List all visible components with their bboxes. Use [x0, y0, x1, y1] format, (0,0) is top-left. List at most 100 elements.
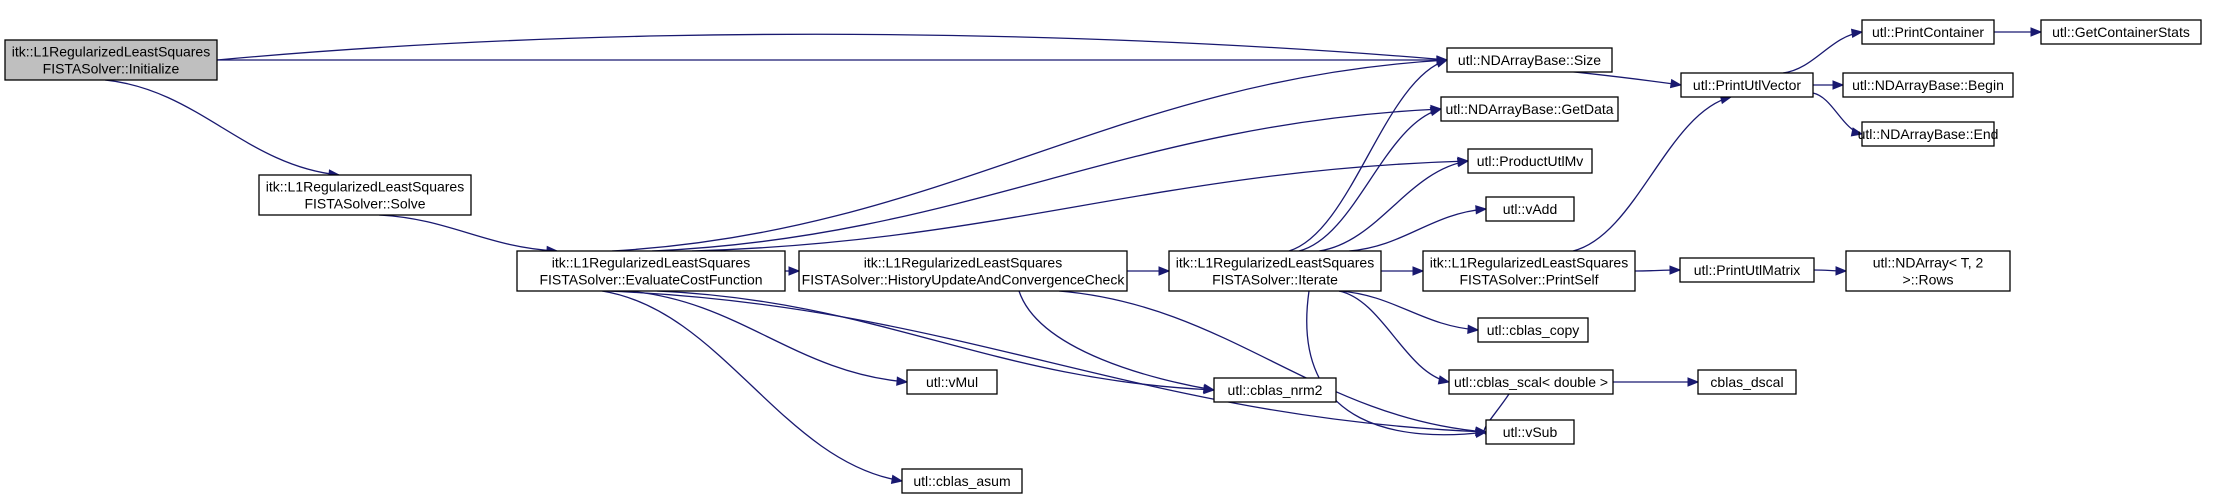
node-label: itk::L1RegularizedLeastSquares [1176, 255, 1374, 271]
node-label: utl::GetContainerStats [2052, 24, 2190, 40]
edge-printcontainer-to-containerstats [1994, 27, 2043, 37]
edge-line [1782, 31, 1863, 74]
node-box[interactable] [516, 250, 786, 292]
node-box[interactable] [798, 250, 1128, 292]
node-solve[interactable]: itk::L1RegularizedLeastSquaresFISTASolve… [258, 174, 472, 216]
node-getdata[interactable]: utl::NDArrayBase::GetData [1440, 96, 1619, 122]
node-label: FISTASolver::EvaluateCostFunction [539, 272, 762, 288]
node-box[interactable] [1477, 317, 1589, 343]
edge-line [601, 290, 903, 482]
node-box[interactable] [1861, 19, 1995, 45]
node-size[interactable]: utl::NDArrayBase::Size [1446, 47, 1613, 73]
node-copy[interactable]: utl::cblas_copy [1477, 317, 1589, 343]
arrowhead-icon [1158, 266, 1171, 276]
node-box[interactable] [901, 468, 1023, 494]
node-box[interactable] [1440, 96, 1619, 122]
edge-line [626, 290, 908, 383]
edge-solve-to-evalcost [378, 214, 559, 256]
node-box[interactable] [1485, 419, 1575, 445]
edge-line [1318, 160, 1469, 252]
node-label: utl::NDArrayBase::End [1858, 126, 1999, 142]
edge-iterate-to-copy [1338, 290, 1480, 334]
node-label: utl::cblas_copy [1487, 322, 1580, 338]
edge-iterate-to-scal [1338, 290, 1451, 385]
node-label: utl::vAdd [1503, 201, 1557, 217]
arrowhead-icon [1850, 127, 1864, 137]
edge-evalcost-to-getdata [651, 104, 1443, 252]
edge-line [1058, 290, 1487, 433]
arrowhead-icon [1437, 375, 1451, 385]
edges-layer [104, 27, 2043, 485]
node-box[interactable] [1213, 377, 1337, 403]
node-begin[interactable]: utl::NDArrayBase::Begin [1842, 72, 2014, 98]
node-box[interactable] [1446, 47, 1613, 73]
arrowhead-icon [1835, 266, 1848, 276]
node-init[interactable]: itk::L1RegularizedLeastSquaresFISTASolve… [4, 39, 218, 81]
nodes-layer: itk::L1RegularizedLeastSquaresFISTASolve… [4, 19, 2202, 494]
node-dscal[interactable]: cblas_dscal [1697, 369, 1797, 395]
node-label: itk::L1RegularizedLeastSquares [1430, 255, 1628, 271]
edge-line [1018, 290, 1215, 391]
node-nrm2[interactable]: utl::cblas_nrm2 [1213, 377, 1337, 403]
node-box[interactable] [1842, 72, 2014, 98]
node-history[interactable]: itk::L1RegularizedLeastSquaresFISTASolve… [798, 250, 1128, 292]
node-box[interactable] [1467, 148, 1593, 174]
arrowhead-icon [1850, 28, 1864, 39]
node-evalcost[interactable]: itk::L1RegularizedLeastSquaresFISTASolve… [516, 250, 786, 292]
node-label: itk::L1RegularizedLeastSquares [12, 44, 210, 60]
node-vsub[interactable]: utl::vSub [1485, 419, 1575, 445]
node-asum[interactable]: utl::cblas_asum [901, 468, 1023, 494]
node-box[interactable] [1422, 250, 1636, 292]
node-box[interactable] [1861, 121, 1995, 147]
node-iterate[interactable]: itk::L1RegularizedLeastSquaresFISTASolve… [1168, 250, 1382, 292]
node-box[interactable] [1485, 196, 1575, 222]
node-label: utl::cblas_scal< double > [1454, 374, 1608, 390]
edge-line [104, 79, 340, 176]
node-label: utl::vSub [1503, 424, 1558, 440]
node-box[interactable] [906, 369, 998, 395]
edge-history-to-iterate [1126, 266, 1171, 276]
arrowhead-icon [896, 376, 909, 386]
node-scal[interactable]: utl::cblas_scal< double > [1448, 369, 1614, 395]
node-containerstats[interactable]: utl::GetContainerStats [2040, 19, 2202, 45]
edge-line [1306, 290, 1487, 436]
edge-printmatrix-to-rows [1813, 266, 1848, 276]
edge-line [1298, 108, 1442, 252]
edge-line [1572, 96, 1732, 252]
edge-line [651, 108, 1442, 252]
node-box[interactable] [1680, 72, 1814, 98]
node-printvector[interactable]: utl::PrintUtlVector [1680, 72, 1814, 98]
node-box[interactable] [258, 174, 472, 216]
node-box[interactable] [4, 39, 218, 81]
edge-iterate-to-vsub [1306, 290, 1488, 439]
edge-scal-to-dscal [1613, 377, 1700, 387]
arrowhead-icon [1467, 324, 1480, 334]
node-box[interactable] [1679, 257, 1815, 283]
arrowhead-icon [1429, 106, 1443, 117]
node-label: FISTASolver::Iterate [1212, 272, 1338, 288]
node-label: FISTASolver::Initialize [43, 61, 180, 77]
edge-line [691, 160, 1469, 252]
node-label: utl::PrintUtlMatrix [1694, 262, 1801, 278]
node-vadd[interactable]: utl::vAdd [1485, 196, 1575, 222]
node-label: utl::vMul [926, 374, 978, 390]
node-rows[interactable]: utl::NDArray< T, 2>::Rows [1845, 250, 2011, 292]
node-label: utl::NDArrayBase::GetData [1445, 101, 1613, 117]
node-box[interactable] [2040, 19, 2202, 45]
node-productmv[interactable]: utl::ProductUtlMv [1467, 148, 1593, 174]
node-label: itk::L1RegularizedLeastSquares [864, 255, 1062, 271]
node-label: FISTASolver::HistoryUpdateAndConvergence… [802, 272, 1126, 288]
edge-line [1348, 208, 1487, 252]
node-vmul[interactable]: utl::vMul [906, 369, 998, 395]
arrowhead-icon [1412, 266, 1425, 276]
node-printcontainer[interactable]: utl::PrintContainer [1861, 19, 1995, 45]
node-printself[interactable]: itk::L1RegularizedLeastSquaresFISTASolve… [1422, 250, 1636, 292]
node-box[interactable] [1448, 369, 1614, 395]
arrowhead-icon [1669, 265, 1682, 275]
node-box[interactable] [1168, 250, 1382, 292]
node-end[interactable]: utl::NDArrayBase::End [1858, 121, 1999, 147]
node-box[interactable] [1697, 369, 1797, 395]
node-printmatrix[interactable]: utl::PrintUtlMatrix [1679, 257, 1815, 283]
node-box[interactable] [1845, 250, 2011, 292]
